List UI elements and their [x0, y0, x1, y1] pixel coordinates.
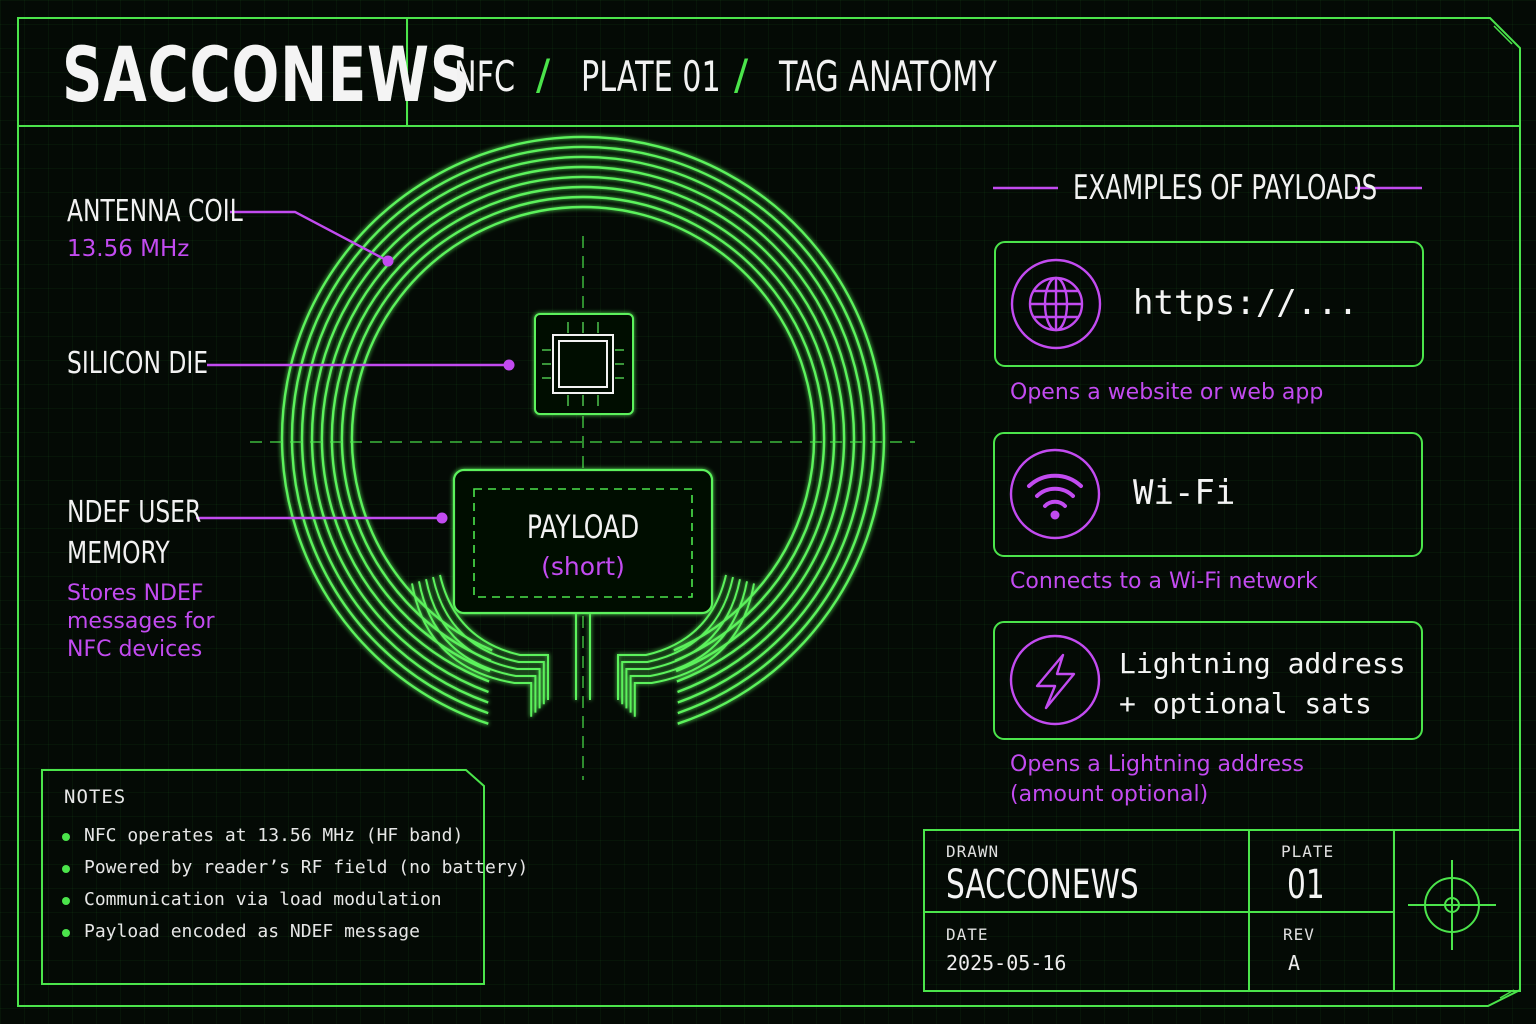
example-lightning-desc-2: (amount optional)	[1010, 782, 1209, 807]
silicon-die	[534, 313, 634, 415]
example-wifi-title: Wi-Fi	[1133, 473, 1236, 513]
coil-tail	[625, 579, 741, 709]
antenna-frequency: 13.56 MHz	[67, 236, 190, 262]
example-lightning-title: Lightning address	[1119, 647, 1406, 680]
bullet-icon	[62, 929, 70, 937]
breadcrumb-nfc[interactable]: NFC	[454, 52, 516, 101]
leader-dots	[382, 255, 515, 524]
target-icon	[1408, 860, 1496, 950]
list-item: Powered by reader’s RF field (no battery…	[62, 852, 528, 884]
coil-ring	[350, 205, 816, 652]
drawn-value: SACCONEWS	[946, 862, 1139, 908]
coil-tail	[633, 583, 755, 717]
coil-ring	[330, 185, 836, 673]
breadcrumb-separator: /	[536, 50, 551, 99]
examples-heading: EXAMPLES OF PAYLOADS	[1073, 168, 1378, 208]
example-lightning-title-2: + optional sats	[1119, 687, 1372, 720]
ndef-memory-desc: Stores NDEF	[67, 581, 204, 606]
example-card-lightning	[993, 621, 1423, 740]
list-item: Payload encoded as NDEF message	[62, 916, 528, 948]
silicon-die-label: SILICON DIE	[67, 346, 209, 381]
coil-tail	[621, 576, 734, 705]
coil-tail	[432, 576, 545, 705]
payload-inner	[473, 488, 693, 598]
breadcrumb-plate[interactable]: PLATE 01	[581, 52, 721, 101]
bullet-icon	[62, 865, 70, 873]
outer-frame-accent	[1493, 25, 1515, 999]
bullet-icon	[62, 897, 70, 905]
example-lightning-desc: Opens a Lightning address	[1010, 752, 1304, 777]
payload-block	[452, 468, 714, 615]
payload-title: PAYLOAD	[526, 508, 640, 546]
example-url-desc: Opens a website or web app	[1010, 380, 1324, 405]
list-item: NFC operates at 13.56 MHz (HF band)	[62, 820, 528, 852]
breadcrumb-separator: /	[734, 50, 749, 99]
coil-ring	[290, 145, 876, 715]
lightning-icon	[1035, 653, 1076, 710]
antenna-coil	[280, 135, 886, 725]
coil-tail	[411, 583, 533, 717]
coil-tail	[617, 574, 727, 700]
rev-value: A	[1288, 951, 1301, 975]
example-wifi-desc: Connects to a Wi-Fi network	[1010, 569, 1318, 594]
drawn-label: DRAWN	[946, 842, 1000, 861]
bullet-icon	[62, 833, 70, 841]
coil-tail	[629, 581, 748, 713]
coil-tail	[425, 579, 541, 709]
title-block	[923, 829, 1521, 992]
plate-value: 01	[1287, 862, 1325, 908]
rev-label: REV	[1283, 925, 1315, 944]
breadcrumb-tag-anatomy[interactable]: TAG ANATOMY	[779, 52, 997, 101]
coil-ring	[280, 135, 886, 725]
payload-subtitle: (short)	[541, 552, 625, 581]
coil-ring	[310, 165, 856, 694]
brand-logo: SACCONEWS	[62, 30, 472, 119]
plate-label: PLATE	[1281, 842, 1335, 861]
notes-panel	[41, 769, 485, 985]
coil-ring	[340, 195, 826, 662]
ndef-memory-desc: NFC devices	[67, 637, 203, 662]
example-card-wifi	[993, 432, 1423, 557]
wifi-dot	[1050, 510, 1060, 520]
date-value: 2025-05-16	[946, 951, 1067, 975]
ndef-memory-label: NDEF USER	[67, 495, 202, 530]
list-item: Communication via load modulation	[62, 884, 528, 916]
leader-lines	[196, 210, 509, 520]
date-label: DATE	[946, 925, 989, 944]
example-card-url	[994, 241, 1424, 367]
example-url-title: https://...	[1133, 283, 1359, 323]
coil-tail	[439, 574, 549, 700]
notes-list: NFC operates at 13.56 MHz (HF band) Powe…	[62, 820, 528, 948]
globe-icon	[1028, 276, 1084, 332]
coil-ring	[300, 155, 866, 704]
notes-title: NOTES	[64, 786, 127, 808]
antenna-coil-label: ANTENNA COIL	[67, 194, 243, 229]
wifi-icon	[1027, 473, 1083, 508]
ndef-memory-label-2: MEMORY	[67, 536, 170, 571]
ndef-memory-desc: messages for	[67, 609, 215, 634]
coil-tail	[418, 581, 537, 713]
